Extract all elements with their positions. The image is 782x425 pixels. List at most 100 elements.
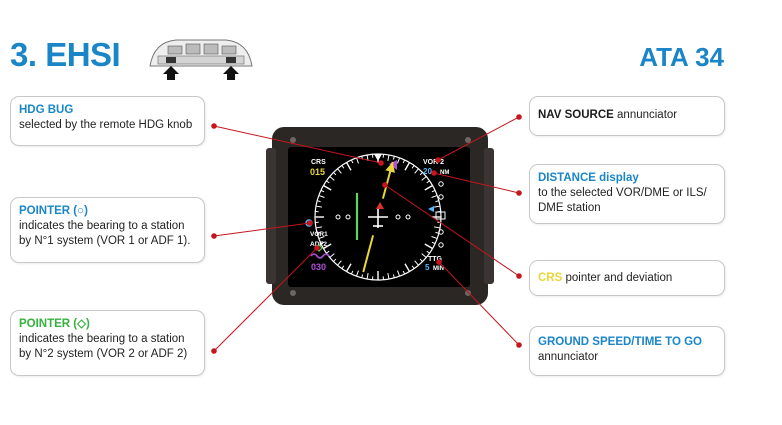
compass-tick <box>320 189 325 193</box>
page-title: 3. EHSI <box>10 36 121 73</box>
compass-tick <box>333 172 337 176</box>
compass-tick <box>414 168 419 174</box>
callout-ground-speed-title: GROUND SPEED/TIME TO GO <box>538 336 702 348</box>
compass-tick <box>341 265 345 269</box>
crs-value: 015 <box>310 167 325 177</box>
compass-tick <box>337 260 342 266</box>
distance-unit: NM <box>440 170 449 176</box>
compass-tick <box>326 250 330 254</box>
callout-nav-source-text: annunciator <box>613 109 678 121</box>
compass-tick <box>392 156 395 160</box>
vor1-source: VOR1 <box>310 231 328 238</box>
distance-value: 20. <box>423 167 434 176</box>
callout-distance-title: DISTANCE display <box>538 172 639 184</box>
callout-crs: CRS pointer and deviation <box>529 260 725 296</box>
compass-tick <box>421 176 427 181</box>
compass-tick <box>402 159 406 164</box>
compass-tick <box>323 243 332 250</box>
compass-tick <box>318 236 325 240</box>
compass-tick <box>350 270 354 275</box>
callout-pointer-2-text: indicates the bearing to a station by N°… <box>19 333 188 360</box>
compass-tick <box>404 162 411 171</box>
compass-tick <box>431 236 438 240</box>
leader-lines <box>211 114 522 354</box>
glideslope-scale <box>435 181 446 248</box>
compass-tick <box>323 184 332 191</box>
compass-tick <box>355 270 359 277</box>
compass-tick <box>387 273 390 280</box>
compass-tick <box>402 270 406 275</box>
nav-source-annunciator: VOR 2 <box>423 159 444 166</box>
compass-tick <box>350 159 354 164</box>
callout-ground-speed: GROUND SPEED/TIME TO GO annunciator <box>529 326 725 376</box>
compass-tick <box>397 270 401 277</box>
compass-tick <box>329 176 335 181</box>
cockpit-panel-icon <box>149 39 253 80</box>
callout-hdg-bug-text: selected by the remote HDG knob <box>19 119 193 131</box>
callout-nav-source-title: NAV SOURCE <box>538 109 614 121</box>
compass-tick <box>317 231 321 234</box>
compass-tick <box>329 253 335 258</box>
compass-tick <box>315 226 322 229</box>
callout-nav-source: NAV SOURCE annunciator <box>529 96 725 136</box>
compass-tick <box>320 241 325 245</box>
compass-tick <box>404 263 411 272</box>
callout-pointer-1-title: POINTER (○) <box>19 205 88 217</box>
compass-tick <box>435 231 439 234</box>
compass-tick <box>424 184 433 191</box>
ata-code: ATA 34 <box>639 42 724 72</box>
compass-tick <box>387 154 390 161</box>
compass-tick <box>318 194 325 198</box>
crs-label: CRS <box>311 159 326 166</box>
callout-hdg-bug-title: HDG BUG <box>19 104 74 116</box>
callout-pointer-1-text: indicates the bearing to a station by N°… <box>19 220 191 247</box>
compass-tick <box>426 180 430 184</box>
callout-distance: DISTANCE display to the selected VOR/DME… <box>529 164 725 224</box>
compass-tick <box>414 260 419 266</box>
compass-tick <box>355 157 359 164</box>
compass-tick <box>411 165 415 169</box>
compass-tick <box>341 165 345 169</box>
compass-tick <box>419 172 423 176</box>
callout-hdg-bug: HDG BUG selected by the remote HDG knob <box>10 96 205 146</box>
heading-wave-icon <box>310 253 330 259</box>
callout-distance-text: to the selected VOR/DME or ILS/ DME stat… <box>538 187 707 214</box>
compass-tick <box>317 200 321 203</box>
compass-tick <box>431 189 436 193</box>
compass-tick <box>392 274 395 278</box>
ttg-unit: MIN <box>433 266 444 272</box>
deviation-dots <box>335 214 411 220</box>
compass-tick <box>431 194 438 198</box>
compass-tick <box>421 253 427 258</box>
compass-tick <box>434 205 441 208</box>
callout-crs-text: pointer and deviation <box>562 272 673 284</box>
compass-tick <box>397 157 401 164</box>
compass-tick <box>326 180 330 184</box>
lubber-line-icon <box>374 154 382 161</box>
callout-ground-speed-text: annunciator <box>538 351 599 363</box>
compass-tick <box>345 263 352 272</box>
compass-tick <box>333 258 337 262</box>
ttg-value: 5 <box>425 263 430 272</box>
callout-crs-title: CRS <box>538 272 563 284</box>
compass-tick <box>435 200 439 203</box>
compass-tick <box>434 226 441 229</box>
glideslope-pointer-icon <box>428 206 434 212</box>
compass-tick <box>366 273 369 280</box>
compass-tick <box>431 241 436 245</box>
compass-tick <box>345 162 352 171</box>
compass-tick <box>424 243 433 250</box>
course-pointer <box>362 161 395 273</box>
callout-pointer-1: POINTER (○) indicates the bearing to a s… <box>10 197 205 263</box>
compass-tick <box>426 250 430 254</box>
compass-tick <box>419 258 423 262</box>
heading-value: 030 <box>311 262 326 272</box>
aircraft-symbol-icon <box>368 209 388 228</box>
compass-tick <box>361 274 364 278</box>
compass-tick <box>411 265 415 269</box>
compass-tick <box>337 168 342 174</box>
ttg-label: TTG <box>428 256 443 263</box>
to-from-indicator-icon <box>376 202 384 209</box>
callout-pointer-2-title: POINTER (◇) <box>19 318 90 330</box>
